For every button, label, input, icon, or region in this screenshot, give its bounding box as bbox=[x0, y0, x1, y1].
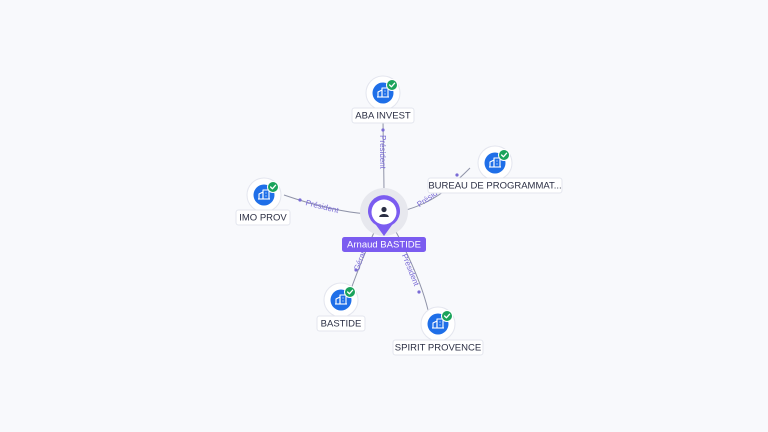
building-icon bbox=[258, 189, 270, 200]
company-name-label: BASTIDE bbox=[321, 319, 362, 330]
building-icon bbox=[335, 294, 347, 305]
company-label-box bbox=[235, 209, 291, 226]
company-node-imo-prov[interactable]: IMO PROV bbox=[235, 177, 291, 226]
company-name-label: SPIRIT PROVENCE bbox=[395, 343, 481, 354]
company-name-label: IMO PROV bbox=[239, 213, 287, 224]
edge-spirit-provence bbox=[393, 227, 429, 311]
verified-check-icon bbox=[267, 181, 279, 193]
verified-check-icon bbox=[386, 79, 398, 91]
person-label-box bbox=[342, 237, 426, 252]
edge-arrow bbox=[381, 128, 385, 132]
company-name-label: ABA INVEST bbox=[355, 111, 411, 122]
edge-label-aba-invest: Président bbox=[378, 135, 387, 170]
company-label-box bbox=[351, 107, 415, 124]
company-label-box bbox=[427, 177, 563, 194]
edge-label-spirit-provence: Président bbox=[400, 252, 421, 287]
verified-check-icon bbox=[344, 286, 356, 298]
company-node-spirit-provence[interactable]: SPIRIT PROVENCE bbox=[392, 306, 484, 356]
edge-label-imo-prov: Président bbox=[305, 198, 341, 215]
company-node-bureau[interactable]: BUREAU DE PROGRAMMAT... bbox=[427, 145, 563, 194]
person-icon bbox=[379, 206, 389, 217]
building-icon bbox=[489, 157, 501, 168]
edge-arrow bbox=[298, 198, 302, 202]
company-node-aba-invest[interactable]: ABA INVEST bbox=[351, 75, 415, 124]
verified-check-icon bbox=[441, 310, 453, 322]
edge-arrow bbox=[417, 290, 421, 294]
company-node-bastide[interactable]: BASTIDE bbox=[316, 282, 366, 332]
building-icon bbox=[432, 318, 444, 329]
company-label-box bbox=[316, 315, 366, 332]
person-name-label: Arnaud BASTIDE bbox=[347, 240, 421, 251]
building-icon bbox=[377, 87, 389, 98]
person-node[interactable]: Arnaud BASTIDE bbox=[342, 188, 426, 252]
nodes: ABA INVEST BUREAU DE PROGRAMMAT... IMO PRO… bbox=[235, 75, 563, 356]
company-label-box bbox=[392, 339, 484, 356]
verified-check-icon bbox=[498, 149, 510, 161]
edge-arrow bbox=[354, 268, 358, 272]
company-name-label: BUREAU DE PROGRAMMAT... bbox=[428, 181, 561, 192]
edge-imo-prov bbox=[283, 194, 369, 215]
edge-arrow bbox=[455, 173, 459, 177]
